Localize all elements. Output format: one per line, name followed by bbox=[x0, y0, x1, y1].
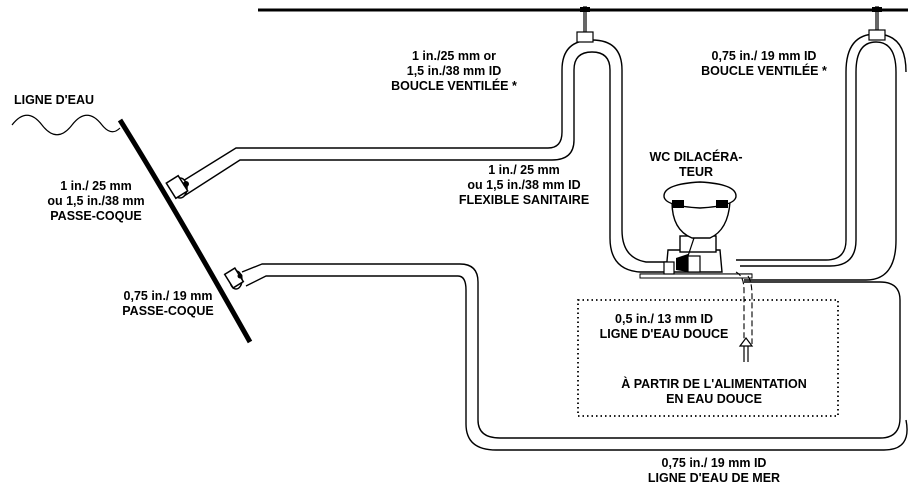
svg-text:0,5 in./ 13 mm ID: 0,5 in./ 13 mm ID bbox=[615, 312, 713, 326]
label-toilet: WC DILACÉRA- TEUR bbox=[649, 149, 742, 179]
label-fresh-water-supply: À PARTIR DE L'ALIMENTATION EN EAU DOUCE bbox=[621, 376, 807, 406]
label-waterline: LIGNE D'EAU bbox=[14, 93, 94, 107]
through-hull-large bbox=[165, 174, 189, 200]
fresh-water-box bbox=[577, 299, 839, 417]
raw-water-line bbox=[241, 263, 908, 451]
label-raw-water-line: 0,75 in./ 19 mm ID LIGNE D'EAU DE MER bbox=[648, 456, 780, 485]
hull bbox=[117, 118, 255, 344]
sanitation-hose bbox=[177, 31, 668, 273]
label-fresh-water-line: 0,5 in./ 13 mm ID LIGNE D'EAU DOUCE bbox=[600, 312, 729, 341]
svg-text:LIGNE D'EAU DOUCE: LIGNE D'EAU DOUCE bbox=[600, 327, 729, 341]
svg-text:BOUCLE VENTILÉE *: BOUCLE VENTILÉE * bbox=[391, 78, 517, 93]
label-through-hull-small: 0,75 in./ 19 mm PASSE-COQUE bbox=[122, 289, 213, 318]
svg-text:1,5 in./38 mm ID: 1,5 in./38 mm ID bbox=[407, 64, 501, 78]
label-through-hull-large: 1 in./ 25 mm ou 1,5 in./38 mm PASSE-COQU… bbox=[47, 179, 144, 223]
svg-text:PASSE-COQUE: PASSE-COQUE bbox=[50, 209, 141, 223]
macerator-toilet bbox=[639, 181, 753, 279]
svg-text:LIGNE D'EAU DE MER: LIGNE D'EAU DE MER bbox=[648, 471, 780, 485]
svg-text:À PARTIR DE L'ALIMENTATION: À PARTIR DE L'ALIMENTATION bbox=[621, 376, 807, 391]
svg-text:PASSE-COQUE: PASSE-COQUE bbox=[122, 304, 213, 318]
svg-text:BOUCLE VENTILÉE *: BOUCLE VENTILÉE * bbox=[701, 63, 827, 78]
svg-text:1 in./ 25 mm: 1 in./ 25 mm bbox=[488, 163, 560, 177]
label-sanitation-hose: 1 in./ 25 mm ou 1,5 in./38 mm ID FLEXIBL… bbox=[459, 163, 589, 207]
svg-text:0,75 in./ 19 mm: 0,75 in./ 19 mm bbox=[124, 289, 213, 303]
svg-text:ou 1,5 in./38 mm: ou 1,5 in./38 mm bbox=[47, 194, 144, 208]
svg-text:EN EAU DOUCE: EN EAU DOUCE bbox=[666, 392, 762, 406]
deck-line bbox=[258, 6, 908, 32]
svg-text:1 in./ 25 mm: 1 in./ 25 mm bbox=[60, 179, 132, 193]
svg-text:TEUR: TEUR bbox=[679, 165, 713, 179]
svg-text:0,75 in./ 19 mm ID: 0,75 in./ 19 mm ID bbox=[712, 49, 817, 63]
fresh-water-line bbox=[735, 271, 754, 362]
svg-text:1 in./25 mm or: 1 in./25 mm or bbox=[412, 49, 496, 63]
svg-text:FLEXIBLE SANITAIRE: FLEXIBLE SANITAIRE bbox=[459, 193, 589, 207]
vent-loop-small bbox=[736, 29, 907, 281]
svg-text:ou 1,5 in./38 mm ID: ou 1,5 in./38 mm ID bbox=[467, 178, 580, 192]
through-hull-small bbox=[223, 267, 245, 290]
svg-text:WC DILACÉRA-: WC DILACÉRA- bbox=[649, 149, 742, 164]
label-vent-loop-small: 0,75 in./ 19 mm ID BOUCLE VENTILÉE * bbox=[701, 49, 827, 78]
label-vent-loop-large: 1 in./25 mm or 1,5 in./38 mm ID BOUCLE V… bbox=[391, 49, 517, 93]
waterline-wave bbox=[11, 114, 121, 136]
svg-text:0,75 in./ 19 mm ID: 0,75 in./ 19 mm ID bbox=[662, 456, 767, 470]
